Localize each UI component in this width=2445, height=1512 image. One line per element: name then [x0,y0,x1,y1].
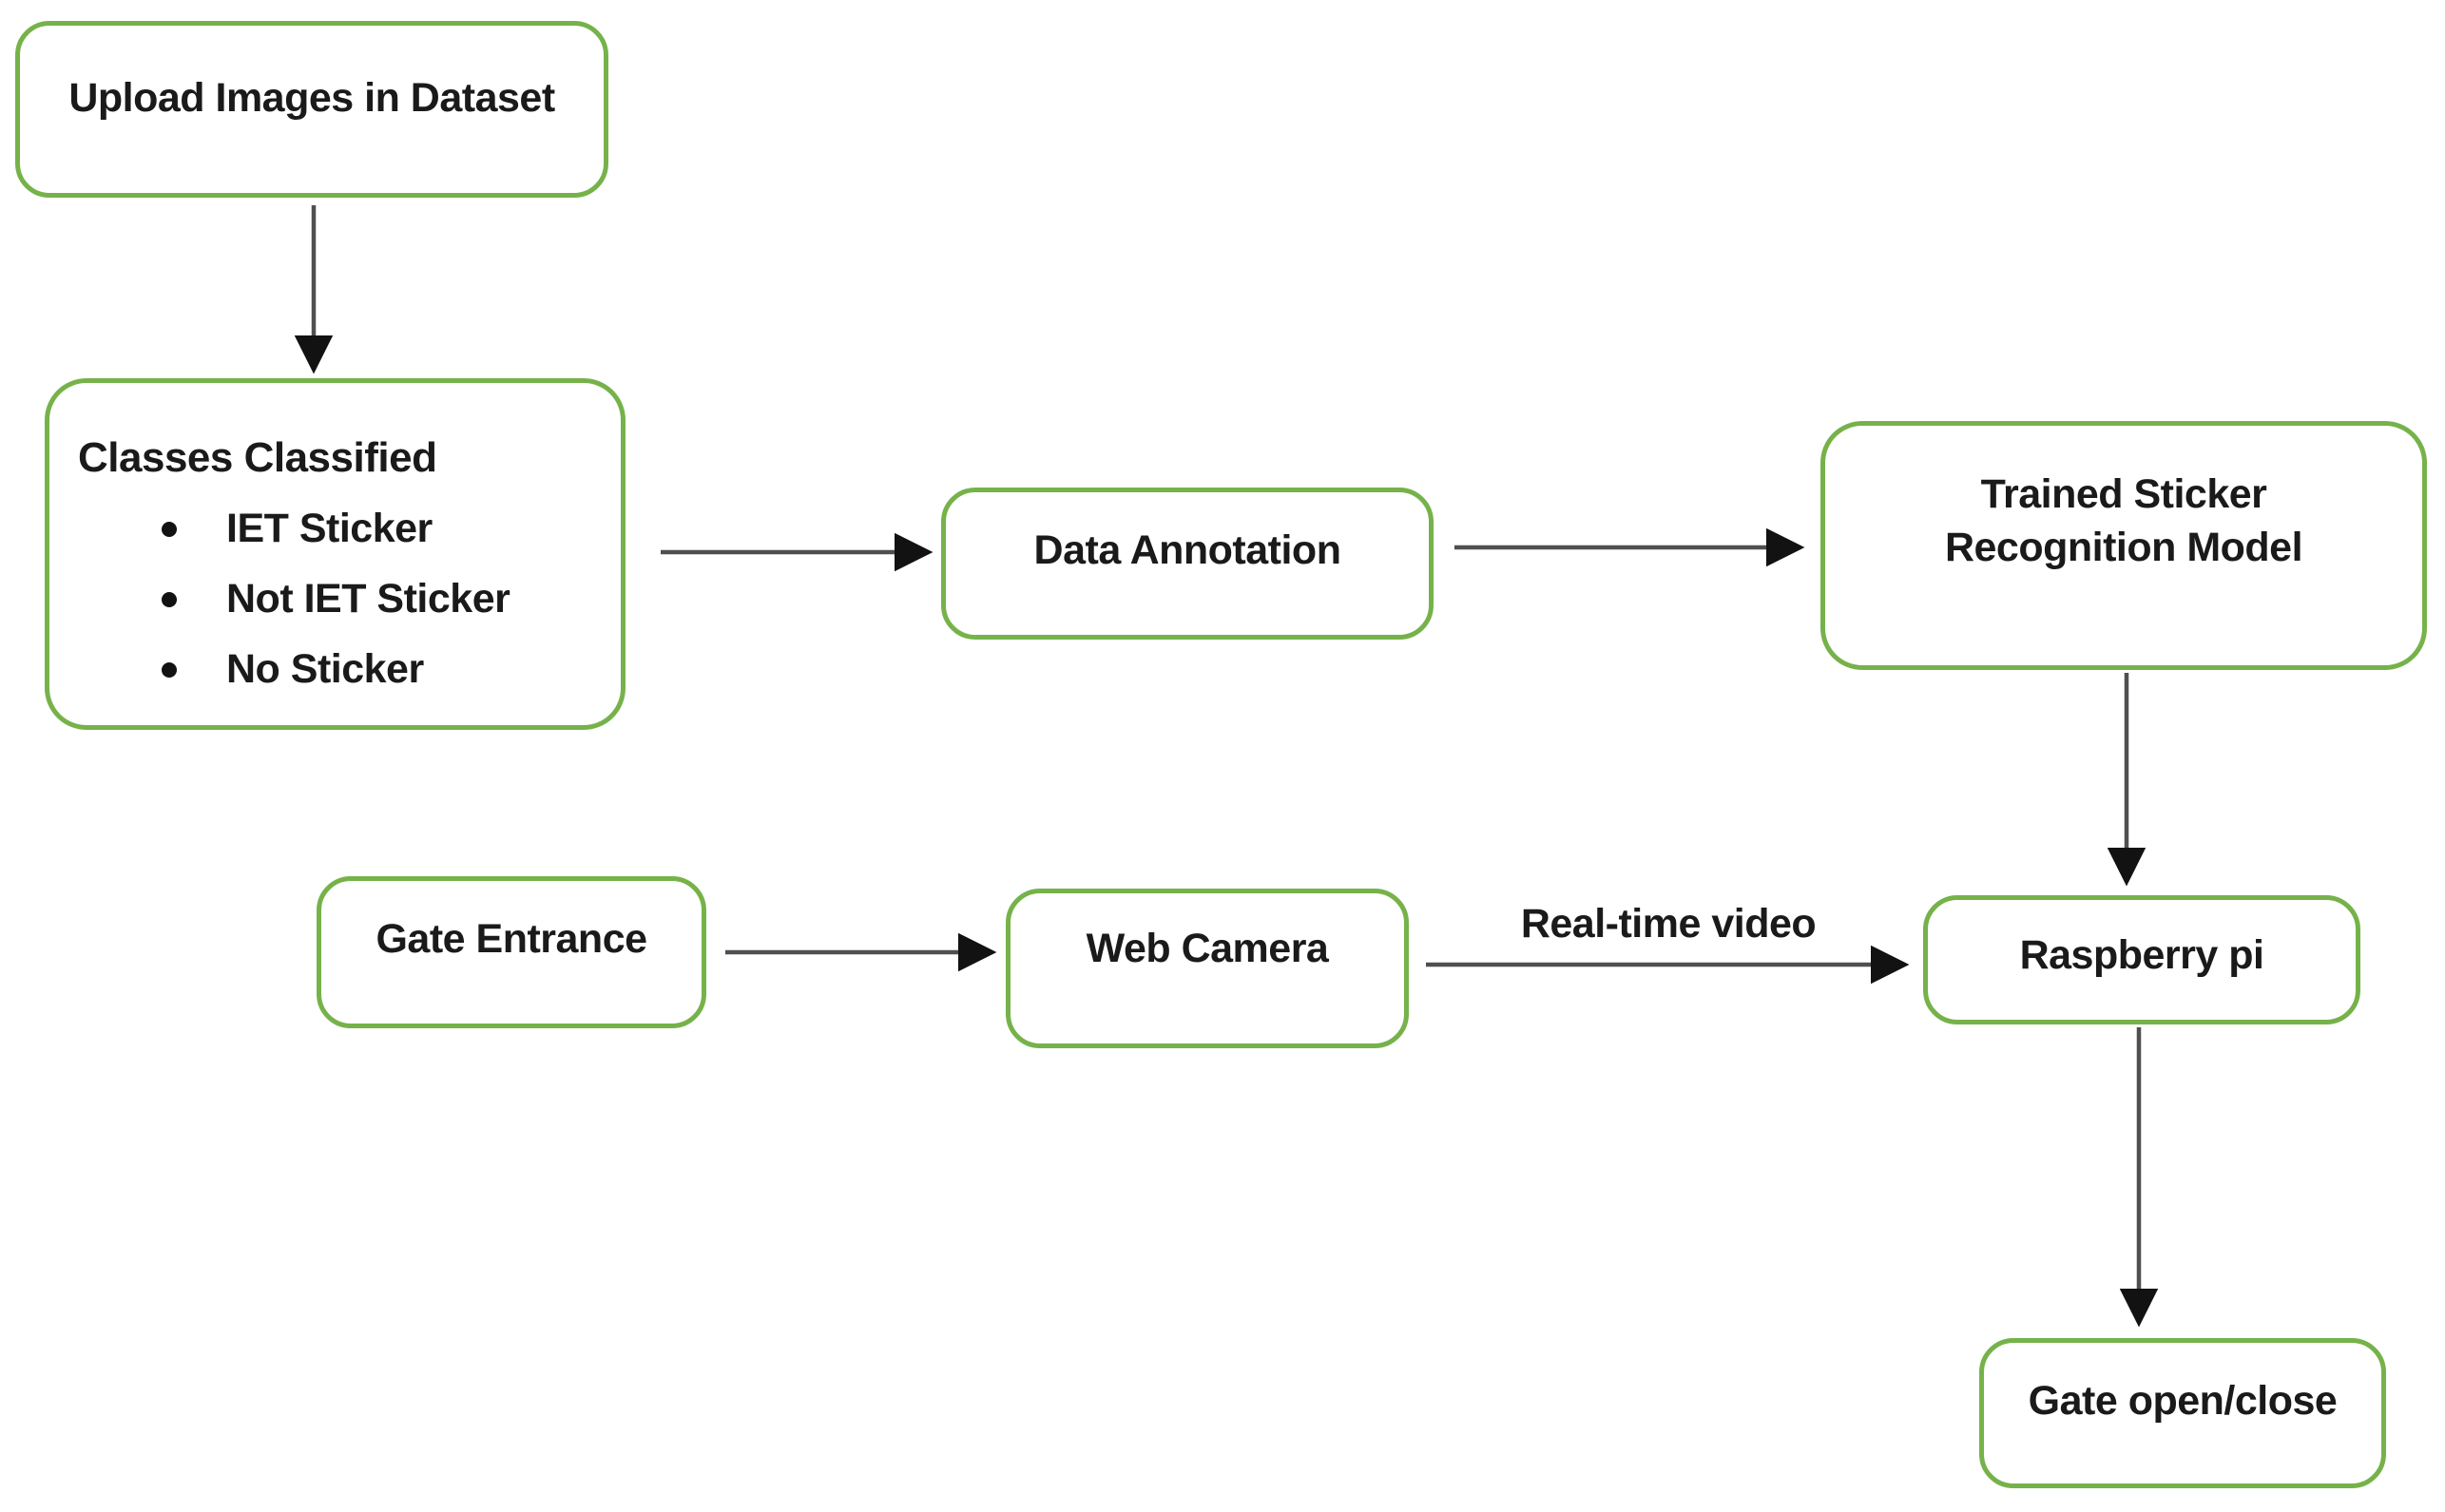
node-trained-sticker-recognition-model: Trained Sticker Recognition Model [1820,421,2427,670]
classes-classified-title: Classes Classified [78,434,437,481]
bullet-icon [162,522,177,537]
node-raspberry-pi: Raspberry pi [1923,895,2360,1024]
node-trained-model-label: Trained Sticker Recognition Model [1944,471,2303,570]
node-web-camera-label: Web Camera [1086,926,1329,972]
list-item: IET Sticker [162,505,621,554]
node-upload-images: Upload Images in Dataset [15,21,608,198]
node-gate-entrance-label: Gate Entrance [375,916,647,963]
edge-label-realtime-video: Real-time video [1520,901,1817,947]
node-web-camera: Web Camera [1006,889,1409,1048]
node-gate-open-close: Gate open/close [1979,1338,2386,1488]
bullet-icon [162,592,177,607]
list-item-label: No Sticker [226,646,424,693]
node-data-annotation-label: Data Annotation [1033,527,1341,574]
list-item: Not IET Sticker [162,575,621,624]
node-raspberry-pi-label: Raspberry pi [2019,932,2264,979]
list-item-label: Not IET Sticker [226,576,510,622]
node-gate-entrance: Gate Entrance [317,876,706,1028]
node-data-annotation: Data Annotation [941,488,1434,640]
node-gate-open-close-label: Gate open/close [2028,1378,2338,1425]
list-item-label: IET Sticker [226,506,433,552]
classes-bullet-list: IET Sticker Not IET Sticker No Sticker [49,505,621,695]
list-item: No Sticker [162,645,621,695]
node-upload-images-label: Upload Images in Dataset [68,75,555,122]
bullet-icon [162,662,177,678]
node-classes-classified: Classes Classified IET Sticker Not IET S… [45,378,626,730]
